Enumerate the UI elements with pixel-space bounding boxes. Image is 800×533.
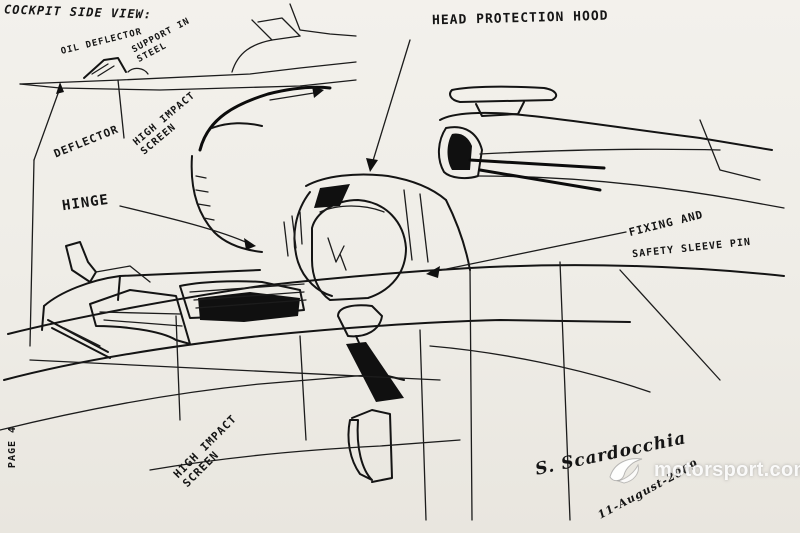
motorsport-swirl-logo-icon bbox=[609, 458, 643, 484]
inset-side-view-sketch bbox=[19, 3, 357, 91]
page-number-label: PAGE 4 bbox=[7, 425, 19, 469]
leader-lines bbox=[29, 39, 627, 421]
car-body-sketch bbox=[0, 241, 785, 521]
watermark-text: motorsport.com bbox=[654, 458, 800, 481]
head-protection-hood-sketch bbox=[190, 85, 471, 301]
motorsport-watermark: motorsport.com bbox=[604, 455, 800, 485]
airbox-engine-cover-sketch bbox=[438, 85, 785, 209]
